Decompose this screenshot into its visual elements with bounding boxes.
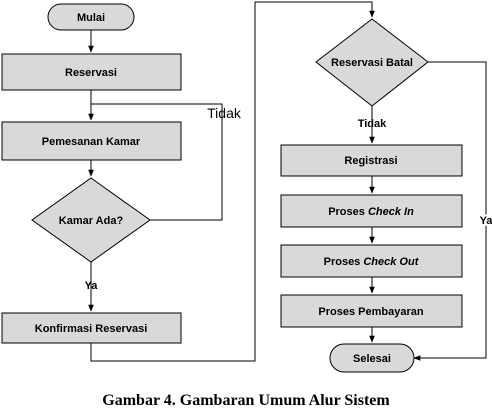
reservasi-batal-label: Reservasi Batal xyxy=(331,57,413,69)
reservasi-process xyxy=(1,53,182,91)
proses-check-in-prefix: Proses xyxy=(328,206,368,218)
figure-caption: Gambar 4. Gambaran Umum Alur Sistem xyxy=(102,392,390,409)
reservasi-batal-ya-label: Ya xyxy=(480,215,492,227)
konfirmasi-reservasi-process xyxy=(1,312,182,344)
reservasi-batal-tidak-label: Tidak xyxy=(358,118,387,130)
registrasi-process xyxy=(280,144,463,177)
proses-check-in-process xyxy=(280,194,463,228)
proses-pembayaran-process xyxy=(280,294,463,328)
kamar-ada-tidak-label: Tidak xyxy=(207,105,242,121)
registrasi-label: Registrasi xyxy=(344,155,397,167)
pemesanan-kamar-label: Pemesanan Kamar xyxy=(42,136,141,148)
kamar-ada-label: Kamar Ada? xyxy=(59,215,124,227)
proses-check-in-label: Proses Check In xyxy=(328,206,414,218)
proses-check-out-emph: Check Out xyxy=(363,256,419,268)
proses-pembayaran-label: Proses Pembayaran xyxy=(318,306,423,318)
edge-kamarada-tidak-loop xyxy=(91,103,223,221)
edge-reservasibatal-ya xyxy=(413,61,487,361)
proses-check-out-label: Proses Check Out xyxy=(324,256,420,268)
konfirmasi-reservasi-label: Konfirmasi Reservasi xyxy=(35,323,148,335)
proses-check-out-prefix: Proses xyxy=(324,256,364,268)
flowchart: Mulai Reservasi Pemesanan Kamar Kamar Ad… xyxy=(1,1,492,373)
proses-check-out-process xyxy=(280,244,463,278)
kamar-ada-ya-label: Ya xyxy=(85,280,99,292)
start-label: Mulai xyxy=(77,12,105,24)
proses-check-in-emph: Check In xyxy=(368,206,414,218)
end-terminal xyxy=(329,343,415,373)
reservasi-label: Reservasi xyxy=(65,67,117,79)
edge-konfirmasi-to-reservasibatal xyxy=(90,1,375,362)
end-label: Selesai xyxy=(353,353,391,365)
